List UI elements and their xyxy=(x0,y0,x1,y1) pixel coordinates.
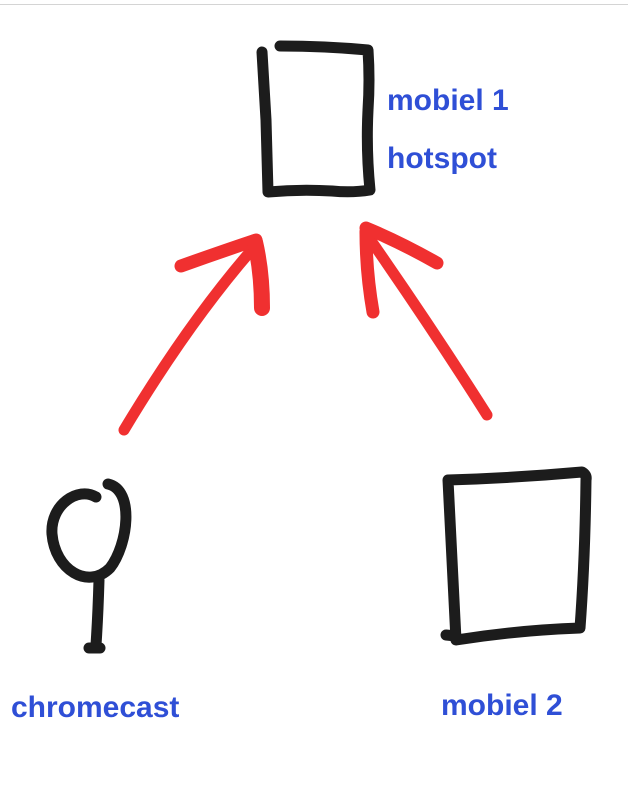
chromecast-shape xyxy=(46,478,132,654)
arrow-phone2-to-phone1 xyxy=(359,221,493,421)
arrow-chromecast-to-phone1 xyxy=(118,233,270,436)
phone-1-role-label: hotspot xyxy=(387,142,497,175)
phone-1-shape xyxy=(256,40,376,198)
phone-1-label: mobiel 1 xyxy=(387,84,509,117)
top-divider xyxy=(0,4,628,5)
phone-2-shape xyxy=(440,466,592,646)
chromecast-label: chromecast xyxy=(11,691,180,724)
phone-2-label: mobiel 2 xyxy=(441,689,563,722)
